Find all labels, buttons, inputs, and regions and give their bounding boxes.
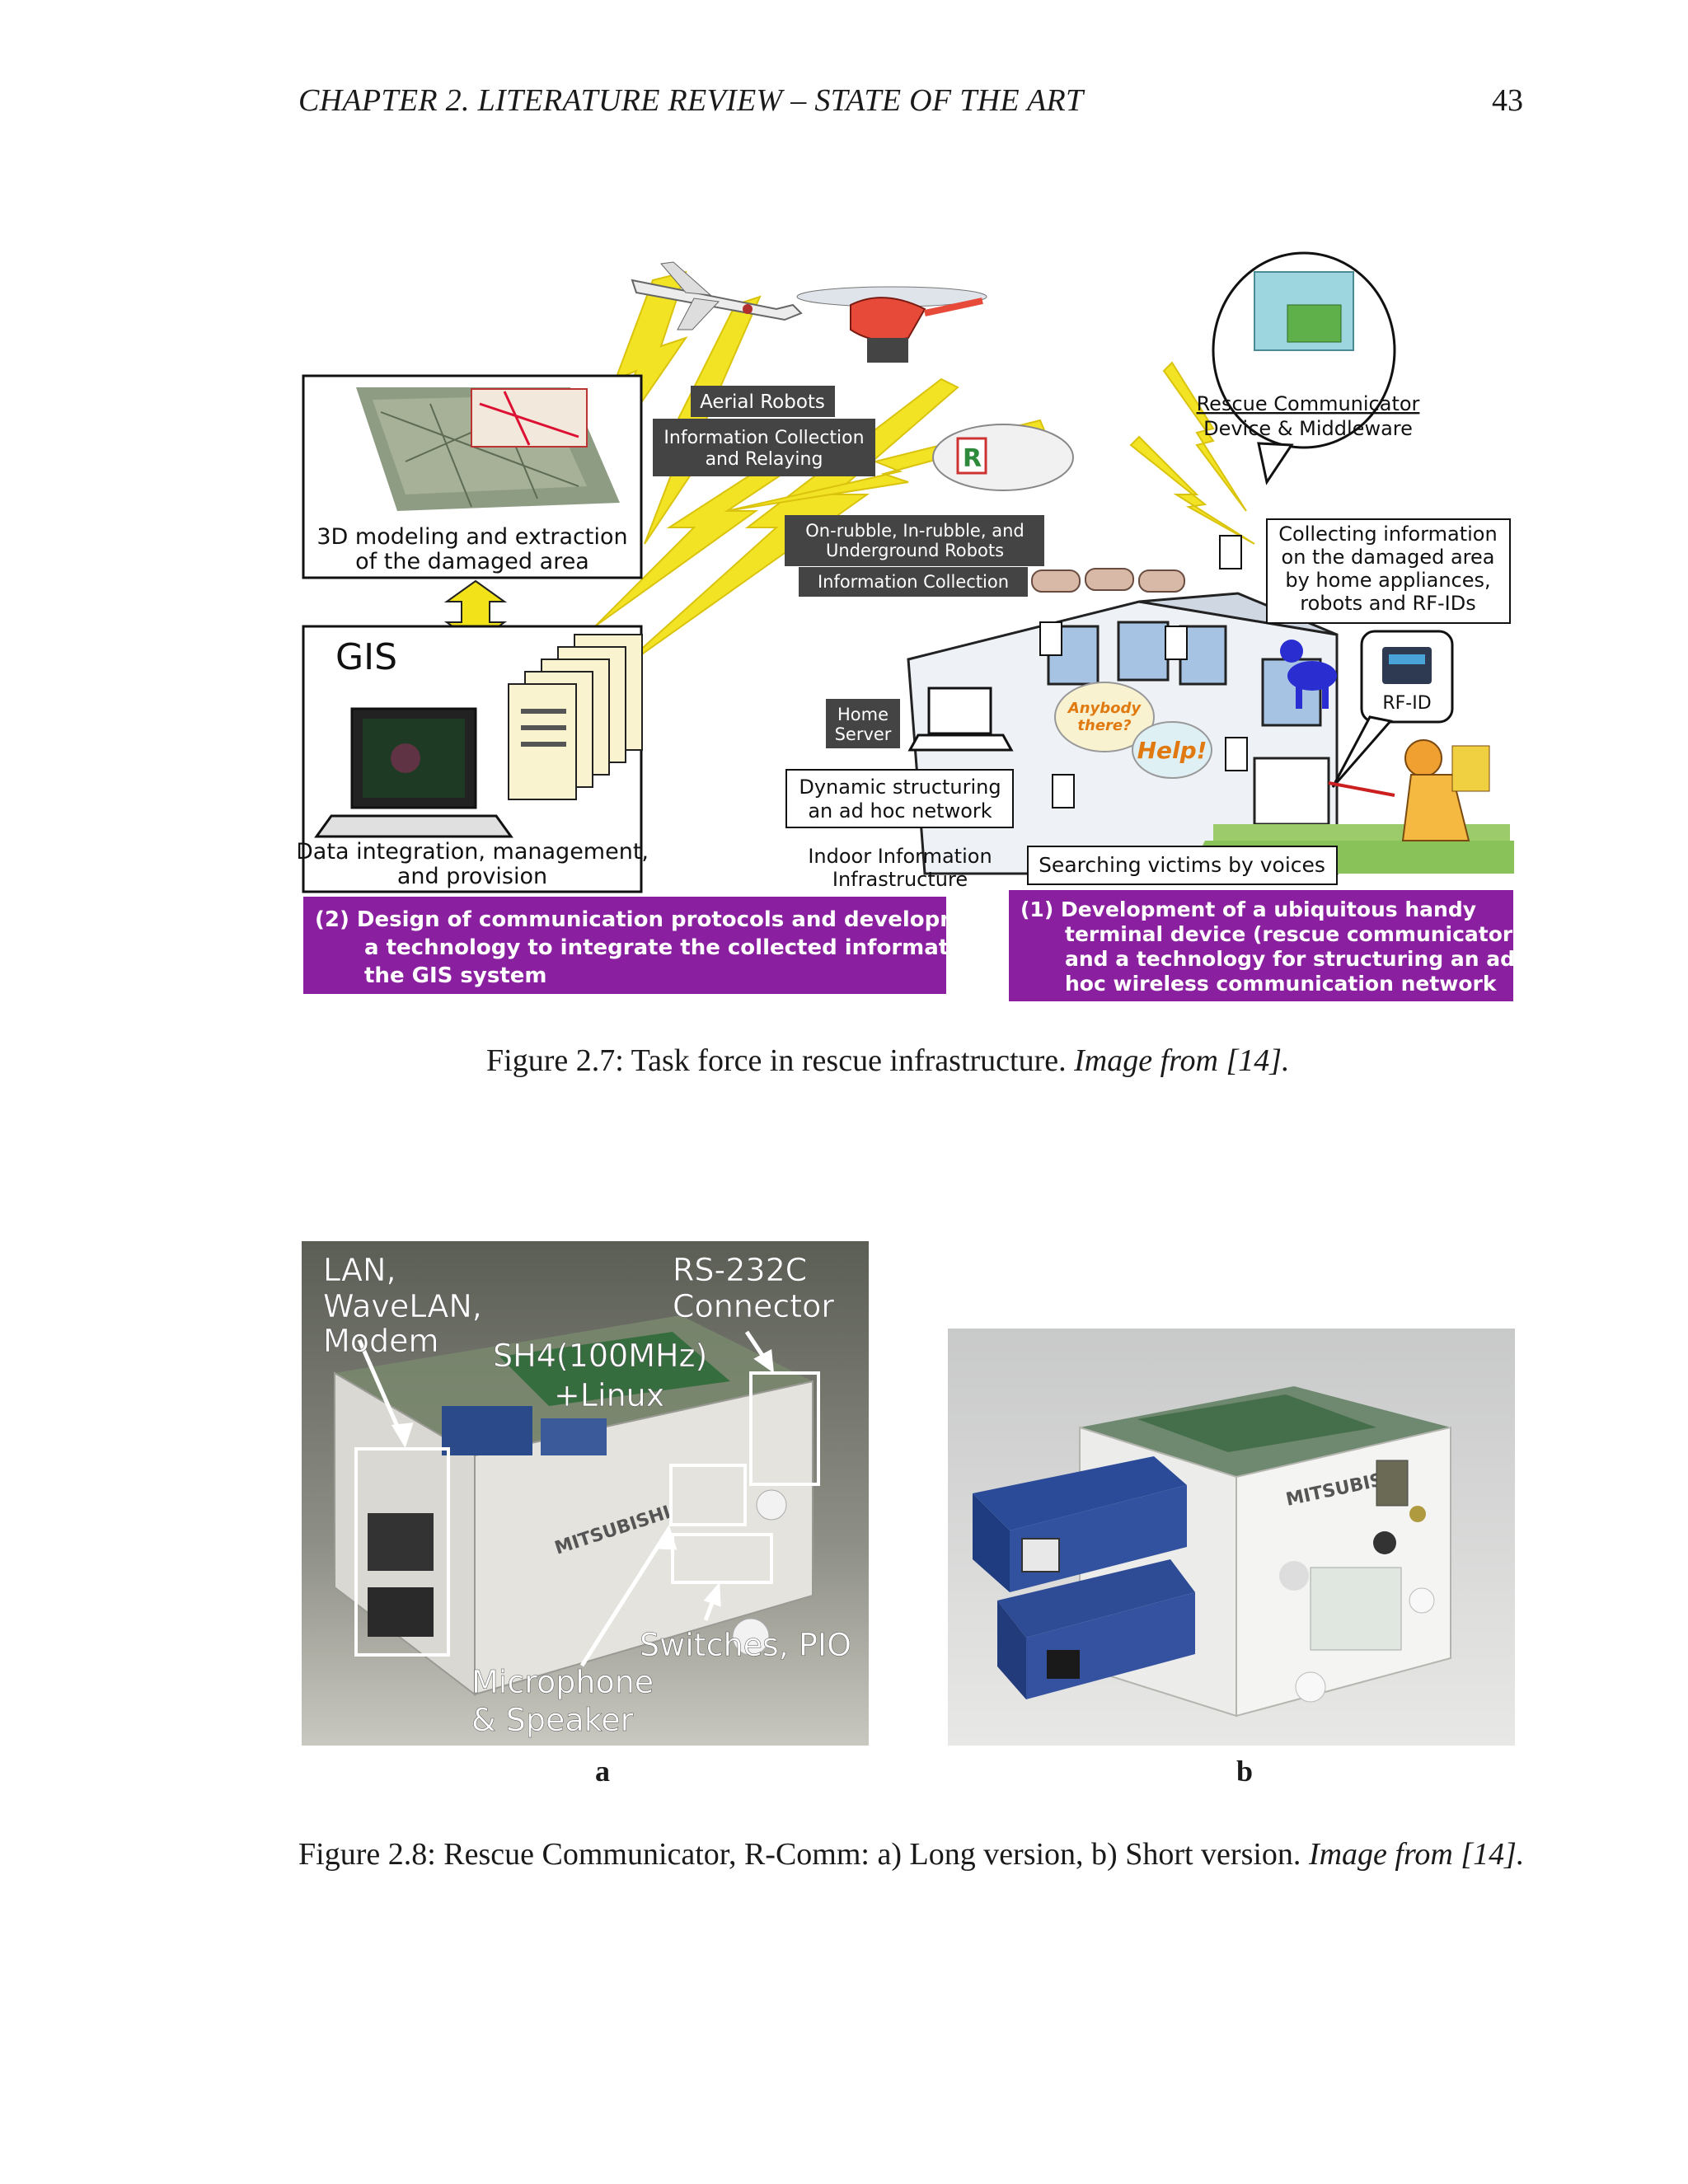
indoor-info-line1: Indoor Information: [808, 845, 992, 868]
data-integration-label-line2: and provision: [397, 864, 547, 889]
dynamic-structuring-line1: Dynamic structuring: [799, 776, 1001, 799]
figure-2-8-caption-source: Image from [14].: [1308, 1837, 1525, 1872]
rfid-bubble: [1331, 630, 1454, 788]
rs232c-label-line2: Connector: [673, 1288, 834, 1324]
aerial-robots-label: Aerial Robots: [700, 391, 825, 413]
searching-victims-box: [1027, 846, 1338, 885]
home-server-label-line1: Home: [837, 705, 889, 724]
figure-2-8a-long-version-photo: MITSUBISHI LAN, WaveLAN, Modem RS-232C C…: [302, 1241, 869, 1746]
sh4-label-line1: SH4(100MHz): [493, 1338, 707, 1374]
anybody-line2: there?: [1077, 717, 1131, 734]
right-banner-line1: (1) Development of a ubiquitous handy: [1020, 898, 1476, 921]
gis-label: GIS: [335, 636, 397, 678]
home-server-laptop-icon: [907, 687, 1014, 752]
3d-modeling-label-line1: 3D modeling and extraction: [316, 524, 627, 550]
rescue-worker-icon: [1328, 739, 1490, 841]
figure-2-7-rescue-infrastructure: R Aerial Robots Information Collection a…: [298, 251, 1515, 1001]
left-banner-line1: (2) Design of communication protocols an…: [315, 907, 1034, 932]
airplane-icon: [631, 261, 803, 330]
indoor-info-line2: Infrastructure: [832, 868, 968, 891]
rs232c-label-line1: RS-232C: [673, 1252, 807, 1288]
figure-2-8-caption: Figure 2.8: Rescue Communicator, R-Comm:…: [298, 1834, 1526, 1875]
collecting-info-line2: on the damaged area: [1282, 546, 1495, 569]
3d-modeling-label-line2: of the damaged area: [355, 549, 589, 574]
figure-2-7-caption-text: Figure 2.7: Task force in rescue infrast…: [486, 1043, 1075, 1078]
lan-label-line2: WaveLAN,: [323, 1288, 482, 1324]
rescue-communicator-bubble: [1212, 251, 1396, 485]
anybody-line1: Anybody: [1067, 700, 1142, 717]
right-banner-line4: hoc wireless communication network: [1065, 972, 1498, 996]
aerial-info-collection-label: Information Collection: [663, 428, 864, 448]
helicopter-icon: [796, 286, 987, 363]
home-server-label-line2: Server: [835, 724, 892, 744]
chapter-header: CHAPTER 2. LITERATURE REVIEW – STATE OF …: [298, 83, 1084, 118]
subfigure-label-b: b: [1236, 1755, 1254, 1788]
microphone-label-line1: Microphone: [471, 1664, 654, 1700]
network-adapter-icon: [973, 1456, 1187, 1592]
figure-2-8b-short-version-photo: MITSUBISHI: [948, 1329, 1515, 1746]
searching-victims-label: Searching victims by voices: [1039, 853, 1325, 877]
right-banner-line3: and a technology for structuring an ad: [1065, 947, 1515, 971]
collecting-info-line4: robots and RF-IDs: [1300, 592, 1475, 615]
right-purple-banner: [1009, 890, 1513, 1001]
city-map-icon: [356, 387, 620, 511]
help-label: Help!: [1137, 737, 1207, 764]
rubble-info-collection-label: Information Collection: [818, 572, 1009, 592]
dynamic-structuring-line2: an ad hoc network: [808, 799, 992, 823]
sh4-label-line2: +Linux: [554, 1377, 664, 1413]
left-purple-banner: [303, 897, 946, 994]
switches-pio-label: Switches, PIO: [640, 1627, 851, 1663]
rubble-robots-label-line1: On-rubble, In-rubble, and: [805, 521, 1024, 541]
collecting-info-box: [1266, 518, 1511, 624]
modem-adapter-icon: [997, 1559, 1195, 1699]
dynamic-structuring-box: [785, 769, 1014, 828]
rfid-label: RF-ID: [1382, 693, 1431, 714]
lan-label-line1: LAN,: [323, 1252, 396, 1288]
aerial-relaying-label: and Relaying: [706, 449, 823, 470]
left-banner-line2: a technology to integrate the collected …: [364, 935, 1024, 960]
figure-2-8-caption-text: Figure 2.8: Rescue Communicator, R-Comm:…: [298, 1837, 1309, 1872]
left-banner-line3: the GIS system: [364, 963, 546, 988]
blimp-icon: R: [932, 424, 1074, 491]
laptop-icon: [314, 707, 513, 838]
device-marker-icons: [1039, 535, 1248, 808]
figure-2-7-caption: Figure 2.7: Task force in rescue infrast…: [486, 1043, 1290, 1079]
collecting-info-line3: by home appliances,: [1285, 569, 1490, 592]
microphone-label-line2: & Speaker: [471, 1702, 634, 1738]
page-number: 43: [1492, 83, 1523, 118]
figure-2-7-caption-source: Image from [14].: [1074, 1043, 1290, 1078]
rescue-communicator-subtitle: Device & Middleware: [1203, 417, 1413, 440]
crawler-robot-icons: [1031, 568, 1185, 593]
svg-text:R: R: [963, 444, 982, 473]
subfigure-label-a: a: [595, 1755, 610, 1788]
lan-label-line3: Modem: [323, 1323, 439, 1359]
collecting-info-line1: Collecting information: [1278, 523, 1497, 546]
rescue-communicator-title: Rescue Communicator: [1197, 392, 1420, 415]
right-banner-line2: terminal device (rescue communicator): [1065, 922, 1515, 946]
anybody-there-bubble: [1054, 682, 1155, 752]
robot-dog-icon: [1280, 640, 1337, 709]
help-bubble: [1132, 721, 1212, 779]
rubble-robots-label-line2: Underground Robots: [826, 541, 1004, 560]
data-integration-label-line1: Data integration, management,: [298, 839, 649, 865]
